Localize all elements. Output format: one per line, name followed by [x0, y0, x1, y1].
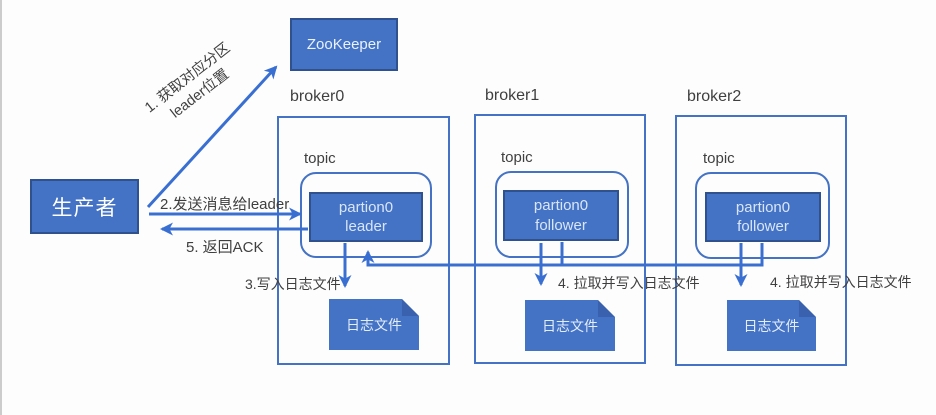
log-file-label: 日志文件 [743, 317, 800, 334]
broker0-topic-label: topic [304, 150, 336, 167]
broker1-log-file-node: 日志文件 [525, 300, 615, 351]
step1-get-leader-location-label: 1. 获取对应分区 leader位置 [142, 40, 234, 122]
broker2-label: broker2 [687, 88, 742, 105]
broker0-partition-leader-node: partion0 leader [309, 192, 423, 242]
step4-pull-write-log-label-broker1: 4. 拉取并写入日志文件 [558, 275, 700, 291]
log-file-label: 日志文件 [346, 316, 402, 333]
log-file-label: 日志文件 [542, 317, 598, 334]
step4-pull-write-log-label-broker2: 4. 拉取并写入日志文件 [770, 274, 912, 290]
partition-name: partion0 [338, 198, 394, 216]
partition-role: leader [345, 218, 387, 235]
step2-send-message-label: 2.发送消息给leader [160, 196, 290, 213]
broker2-topic-label: topic [703, 150, 735, 167]
zookeeper-label: ZooKeeper [306, 36, 382, 53]
broker2-log-file-node: 日志文件 [727, 300, 816, 351]
broker0-label: broker0 [290, 88, 345, 105]
broker2-box [675, 115, 847, 366]
broker0-box [277, 116, 450, 365]
broker0-log-file-node: 日志文件 [329, 299, 419, 350]
broker2-partition-follower-node: partion0 follower [705, 192, 821, 242]
partition-role: follower [535, 216, 587, 234]
step5-return-ack-label: 5. 返回ACK [186, 239, 264, 256]
producer-label: 生产者 [51, 196, 118, 220]
producer-node: 生产者 [30, 179, 139, 234]
broker1-label: broker1 [485, 87, 540, 104]
broker1-topic-label: topic [501, 149, 533, 166]
step3-write-log-label: 3.写入日志文件 [245, 276, 341, 292]
zookeeper-node: ZooKeeper [290, 18, 398, 71]
partition-name: partion0 [533, 197, 589, 214]
partition-role: follower [737, 218, 789, 235]
broker1-partition-follower-node: partion0 follower [503, 190, 619, 241]
broker1-box [474, 114, 646, 364]
partition-name: partion0 [735, 198, 791, 216]
